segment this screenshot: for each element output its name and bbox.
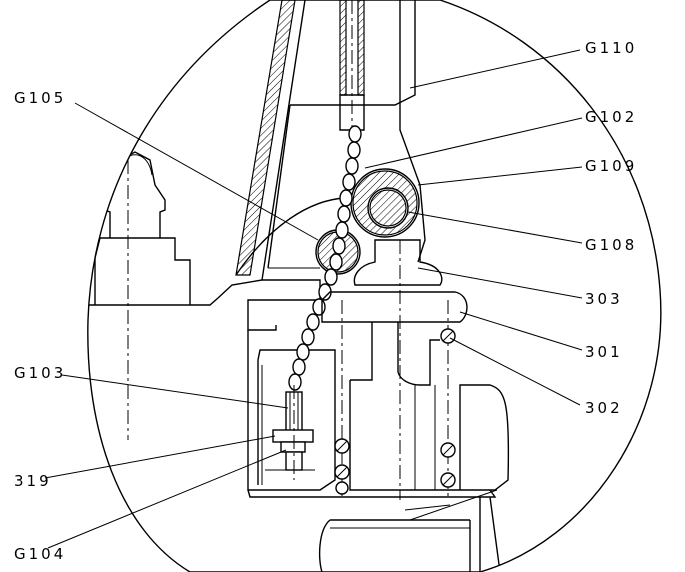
bottom-pedestal (318, 496, 501, 572)
upper-block-left (267, 104, 291, 269)
label-g104: G104 (14, 545, 66, 563)
bolt-left-1 (334, 438, 350, 454)
label-302: 302 (585, 399, 623, 417)
label-319: 319 (14, 472, 52, 490)
bolt-right-1 (440, 442, 456, 458)
left-housing (247, 330, 336, 491)
bottom-base (247, 489, 497, 498)
label-g105: G105 (14, 89, 66, 107)
sprocket-arc (235, 197, 346, 276)
flange-301 (321, 291, 468, 323)
bolt-right-2 (440, 472, 456, 488)
frame-upright-hatched (235, 0, 296, 276)
column-shaft (350, 322, 440, 386)
left-base-plate (88, 279, 321, 331)
label-g108: G108 (585, 236, 637, 254)
upper-block (290, 0, 416, 106)
tension-bolt (272, 385, 314, 480)
chain-g102 (288, 125, 362, 391)
label-g109: G109 (585, 157, 637, 175)
label-g103: G103 (14, 364, 66, 382)
left-pedestal (94, 237, 191, 305)
motor-body (349, 380, 510, 491)
roller-g108 (350, 168, 420, 238)
leader-lines (44, 49, 583, 549)
bolt-left-3 (335, 481, 349, 495)
pedestal-rib (330, 504, 470, 529)
bolt-302 (440, 328, 456, 344)
label-303: 303 (585, 290, 623, 308)
column-base-303 (353, 239, 443, 286)
label-301: 301 (585, 343, 623, 361)
bolt-left-2 (334, 464, 350, 480)
left-knob (104, 151, 166, 238)
detail-circle (87, 0, 662, 572)
rod-end (339, 94, 365, 131)
label-g110: G110 (585, 39, 637, 57)
label-g102: G102 (585, 108, 637, 126)
rod-sleeve-right (357, 0, 365, 96)
frame-upright-edge (261, 0, 306, 281)
rod-sleeve-left (339, 0, 347, 96)
